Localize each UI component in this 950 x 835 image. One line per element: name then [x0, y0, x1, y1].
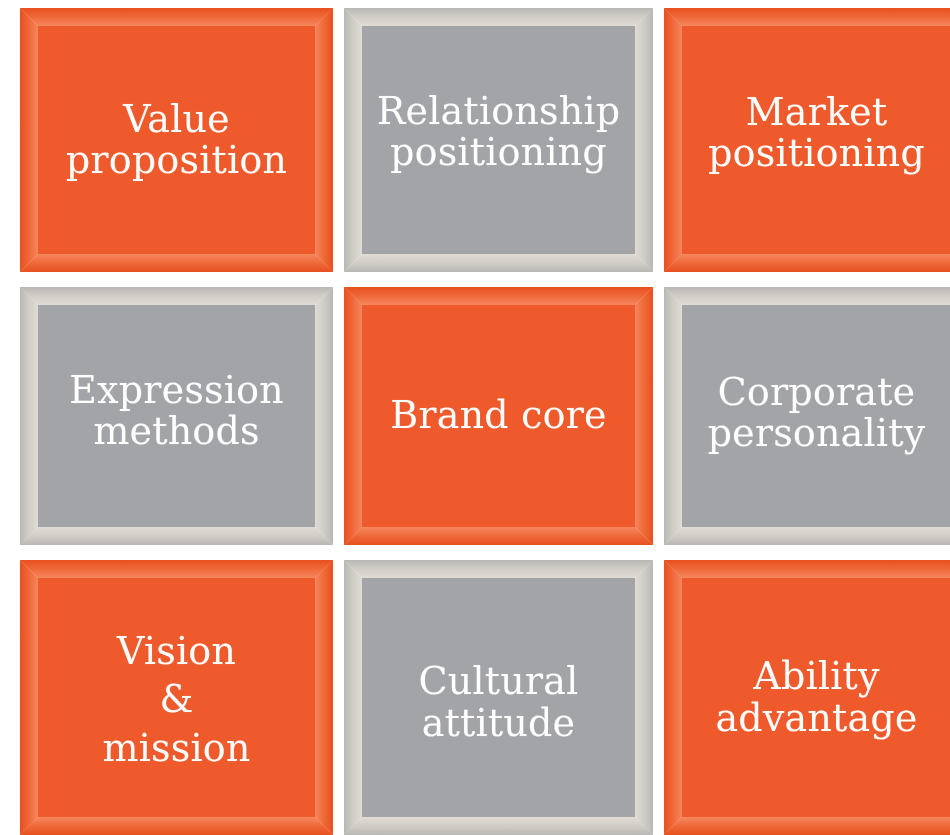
tile-label-ability-advantage: Ability advantage [715, 654, 918, 740]
bevel-edge-top [344, 8, 653, 26]
bevel-edge-top [664, 287, 950, 305]
tile-face-ability-advantage [682, 578, 950, 817]
tile-label-brand-core: Brand core [390, 393, 607, 438]
bevel-edge-right [635, 287, 653, 545]
bevel-edge-left [344, 287, 362, 545]
bevel-edge-bottom [20, 254, 333, 272]
tile-cultural-attitude[interactable]: Cultural attitude [344, 560, 653, 835]
bevel-edge-top [20, 287, 333, 305]
tile-face-corporate-personality [682, 305, 950, 527]
bevel-edge-top [664, 8, 950, 26]
bevel-edge-top [664, 560, 950, 578]
bevel-edge-left [664, 8, 682, 272]
tile-expression-methods[interactable]: Expression methods [20, 287, 333, 545]
tile-label-value-proposition: Value proposition [65, 96, 288, 182]
bevel-edge-bottom [20, 817, 333, 835]
tile-vision-and-mission[interactable]: Vision & mission [20, 560, 333, 835]
tile-label-market-positioning: Market positioning [708, 89, 925, 175]
tile-ability-advantage[interactable]: Ability advantage [664, 560, 950, 835]
bevel-edge-bottom [664, 527, 950, 545]
bevel-edge-left [20, 8, 38, 272]
bevel-edge-left [664, 560, 682, 835]
tile-face-expression-methods [38, 305, 315, 527]
bevel-edge-left [344, 560, 362, 835]
tile-label-corporate-personality: Corporate personality [707, 369, 926, 455]
bevel-edge-bottom [664, 254, 950, 272]
bevel-edge-top [20, 560, 333, 578]
bevel-edge-right [635, 560, 653, 835]
tile-face-market-positioning [682, 26, 950, 254]
tile-face-value-proposition [38, 26, 315, 254]
bevel-edge-top [20, 8, 333, 26]
tile-label-vision-and-mission: Vision & mission [102, 628, 251, 770]
bevel-edge-bottom [20, 527, 333, 545]
tile-relationship-positioning[interactable]: Relationship positioning [344, 8, 653, 272]
bevel-edge-left [20, 560, 38, 835]
bevel-edge-right [635, 8, 653, 272]
tile-corporate-personality[interactable]: Corporate personality [664, 287, 950, 545]
tile-label-expression-methods: Expression methods [69, 367, 284, 453]
bevel-edge-right [315, 287, 333, 545]
tile-label-relationship-positioning: Relationship positioning [376, 88, 621, 174]
tile-face-brand-core [362, 305, 635, 527]
bevel-edge-right [315, 560, 333, 835]
tile-market-positioning[interactable]: Market positioning [664, 8, 950, 272]
bevel-edge-left [20, 287, 38, 545]
bevel-edge-right [315, 8, 333, 272]
tile-label-cultural-attitude: Cultural attitude [418, 659, 579, 745]
bevel-edge-bottom [344, 817, 653, 835]
tile-face-relationship-positioning [362, 26, 635, 254]
tile-brand-core[interactable]: Brand core [344, 287, 653, 545]
bevel-edge-left [344, 8, 362, 272]
bevel-edge-top [344, 560, 653, 578]
tile-face-vision-and-mission [38, 578, 315, 817]
bevel-edge-left [664, 287, 682, 545]
bevel-edge-bottom [344, 254, 653, 272]
bevel-edge-bottom [344, 527, 653, 545]
tile-face-cultural-attitude [362, 578, 635, 817]
bevel-edge-top [344, 287, 653, 305]
tile-value-proposition[interactable]: Value proposition [20, 8, 333, 272]
bevel-edge-bottom [664, 817, 950, 835]
